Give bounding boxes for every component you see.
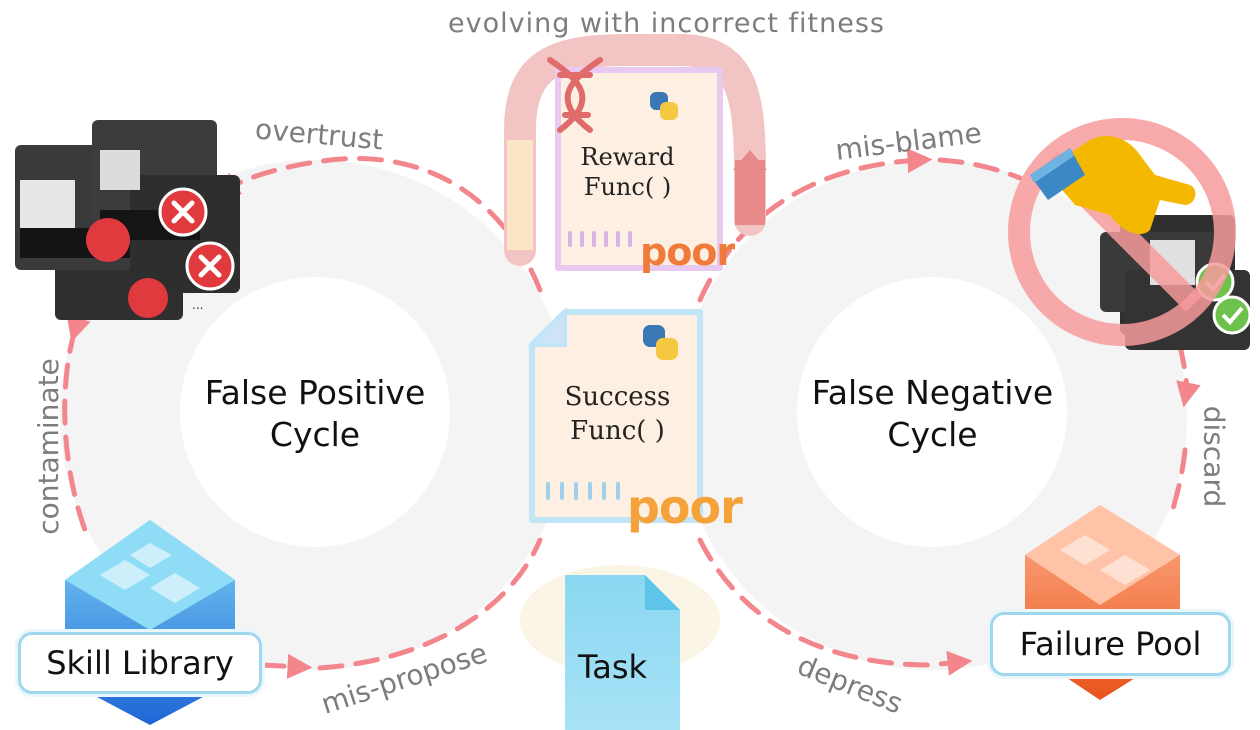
task-doc <box>520 565 720 730</box>
evolving-arch-arrow <box>733 150 767 170</box>
arc-mis-propose-left <box>259 653 313 679</box>
arc-mis-propose <box>317 537 543 671</box>
evolving-arch <box>504 34 766 266</box>
reward-func-text: Reward Func( ) <box>560 142 695 202</box>
ellipsis-left: ... <box>192 298 204 312</box>
reward-func-line1: Reward <box>580 143 675 171</box>
reward-poor-label: poor <box>640 230 735 274</box>
false-positive-line2: Cycle <box>269 415 361 454</box>
success-func-line1: Success <box>564 382 671 412</box>
edge-evolving: evolving with incorrect fitness <box>448 8 885 39</box>
skill-library-box: Skill Library <box>18 632 262 694</box>
false-negative-line1: False Negative <box>811 373 1054 412</box>
false-negative-inner <box>797 277 1067 547</box>
false-negative-cycle-label: False Negative Cycle <box>795 372 1070 456</box>
python-icon-reward <box>650 92 678 120</box>
arc-discard <box>1176 342 1201 408</box>
dna-icon <box>547 57 603 133</box>
false-positive-cycle-label: False Positive Cycle <box>180 372 450 456</box>
edge-contaminate: contaminate <box>31 358 65 535</box>
arc-contaminate <box>62 314 91 533</box>
pointing-hand-icon <box>1030 135 1196 235</box>
task-label: Task <box>578 648 648 686</box>
success-func-line2: Func( ) <box>570 416 665 446</box>
false-positive-inner <box>180 277 450 547</box>
false-positive-line1: False Positive <box>204 373 426 412</box>
success-poor-label: poor <box>627 480 743 534</box>
reward-doc <box>555 67 723 271</box>
edge-discard: discard <box>1197 405 1231 508</box>
reward-func-line2: Func( ) <box>583 173 672 201</box>
ellipsis-right: ... <box>1215 330 1227 344</box>
false-negative-line2: Cycle <box>887 415 978 454</box>
arc-overtrust <box>214 156 543 293</box>
success-doc <box>527 307 703 523</box>
python-icon-success <box>643 325 678 360</box>
arc-depress <box>697 537 973 676</box>
arc-discard-2 <box>1167 447 1188 523</box>
arc-mis-blame-2 <box>937 157 1023 181</box>
failure-pool-box: Failure Pool <box>990 612 1231 676</box>
robot-thumbnails-left <box>15 120 240 320</box>
success-func-text: Success Func( ) <box>545 380 690 448</box>
